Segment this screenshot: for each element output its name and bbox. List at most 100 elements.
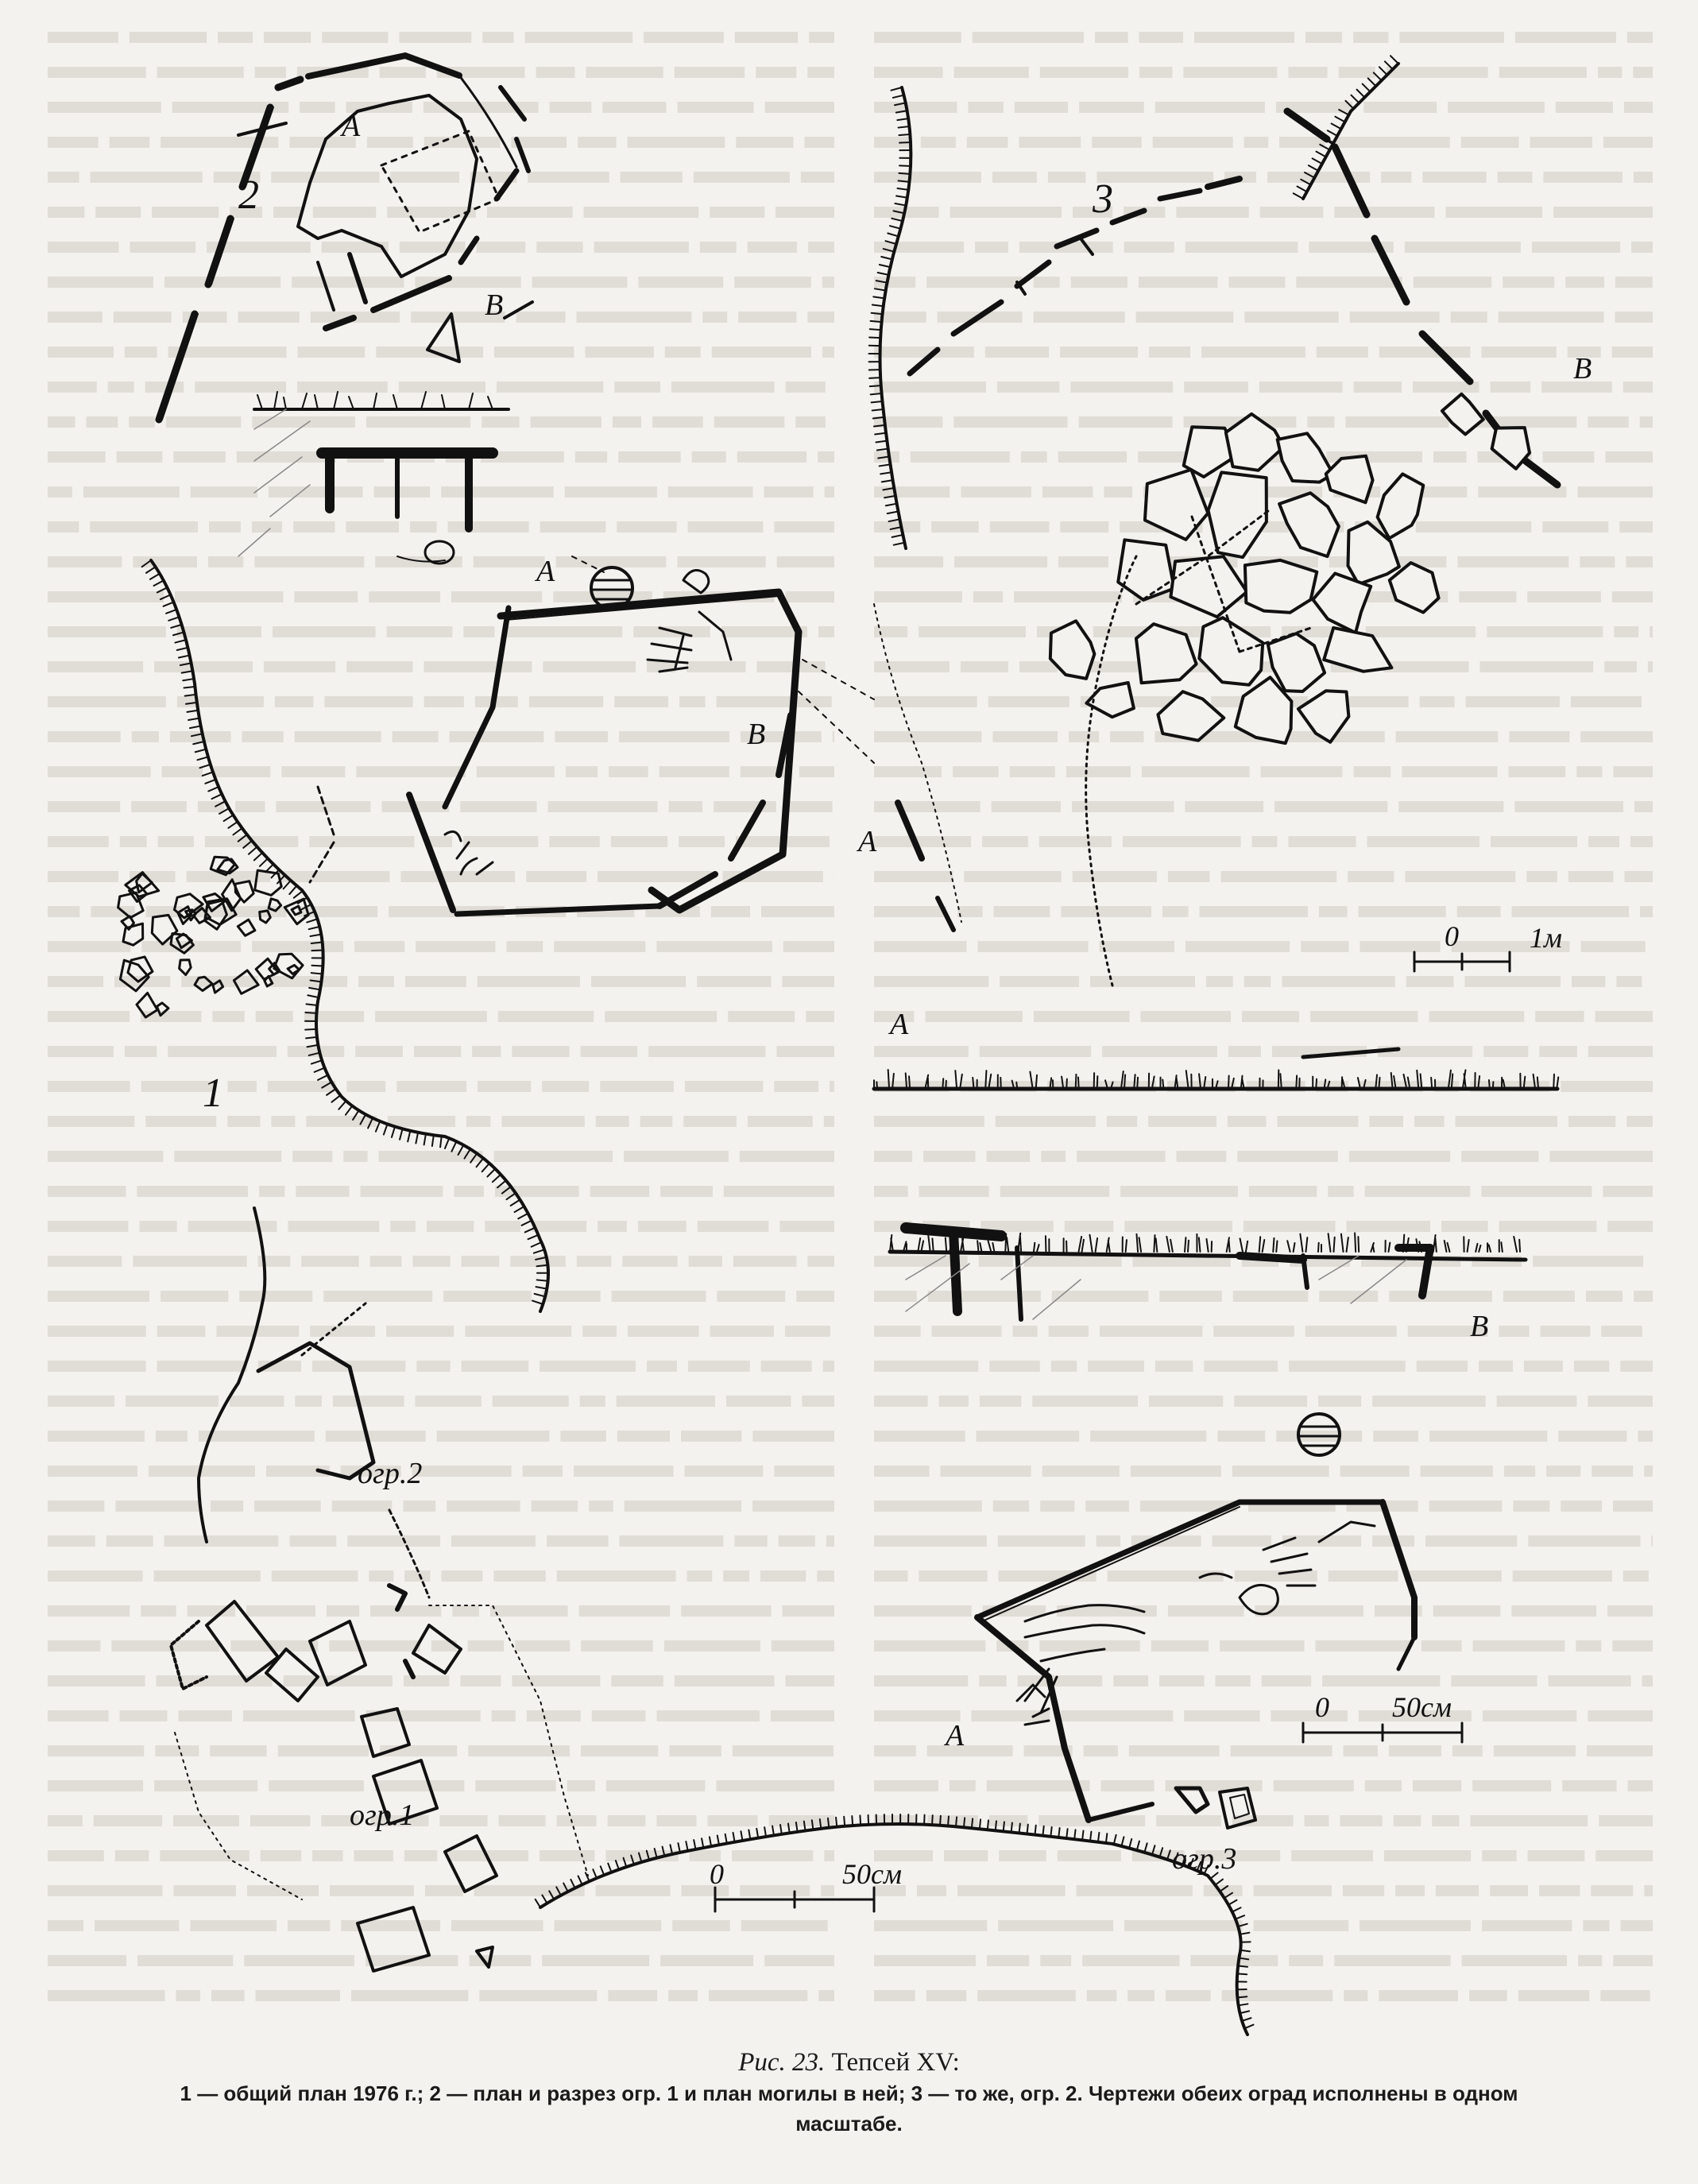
hatch-tick — [186, 709, 199, 713]
ghost-word — [1138, 451, 1190, 463]
ghost-word — [1413, 1780, 1462, 1791]
ghost-word — [1310, 1011, 1418, 1022]
ghost-word — [390, 172, 459, 183]
background-text-ghost — [48, 32, 1653, 2001]
ghost-word — [497, 1011, 594, 1022]
grass-tuft — [942, 1078, 947, 1090]
ghost-word — [944, 1850, 988, 1861]
ghost-word — [1588, 836, 1619, 847]
stone-fragment — [118, 958, 150, 993]
ghost-word — [1429, 1501, 1503, 1512]
ghost-word — [1580, 556, 1615, 567]
ghost-word — [198, 1431, 315, 1442]
ghost-word — [93, 1815, 163, 1826]
ghost-word — [824, 486, 834, 498]
hatch-tick — [331, 1094, 342, 1103]
grass-tuft — [1416, 1069, 1423, 1090]
ghost-word — [702, 312, 728, 323]
ghost-word — [114, 1850, 149, 1861]
ghost-word — [619, 1535, 724, 1547]
ghost-word — [982, 836, 1028, 847]
ghost-word — [605, 1780, 706, 1791]
hatch-tick — [443, 1137, 451, 1150]
hatch-tick — [1236, 1996, 1248, 1999]
ghost-word — [426, 1221, 474, 1232]
ghost-word — [137, 1186, 249, 1197]
ghost-word — [1248, 1186, 1317, 1197]
ghost-word — [1511, 906, 1630, 917]
hatch-tick — [843, 1815, 846, 1827]
ghost-word — [1204, 1361, 1278, 1372]
hatch-tick — [599, 1865, 605, 1876]
ghost-word — [287, 1046, 345, 1057]
stone-fragment — [211, 979, 225, 994]
hatch-tick — [1372, 72, 1383, 82]
ghost-word — [817, 1570, 834, 1582]
ghost-word — [475, 1780, 556, 1791]
hatch-tick — [653, 1848, 658, 1859]
grass-tuft — [1240, 1075, 1245, 1090]
ghost-word — [1040, 1501, 1075, 1512]
ghost-word — [1242, 1011, 1300, 1022]
ghost-word — [874, 1535, 987, 1547]
hatch-tick — [194, 748, 207, 753]
ghost-word — [760, 1361, 812, 1372]
ghost-word — [48, 1780, 144, 1791]
hatch-tick — [892, 541, 906, 546]
ghost-word — [126, 1396, 219, 1407]
hatch-tick — [898, 172, 911, 175]
ghost-word — [1623, 381, 1653, 393]
hatch-tick — [367, 1117, 374, 1129]
hatch-tick — [891, 533, 904, 538]
ghost-word — [874, 941, 967, 952]
scale-1m-fig3: 1м — [1530, 922, 1562, 954]
ghost-word — [173, 1815, 239, 1826]
ghost-word — [688, 1256, 722, 1267]
hatch-tick — [897, 180, 911, 183]
ghost-word — [992, 1501, 1030, 1512]
ghost-word — [1184, 381, 1248, 393]
grass-tuft — [954, 1070, 963, 1090]
ghost-word — [611, 1675, 663, 1686]
ghost-word — [214, 766, 271, 777]
ghost-word — [48, 172, 79, 183]
ghost-word — [1183, 67, 1278, 78]
hatch-tick — [1338, 108, 1350, 116]
ghost-word — [540, 1361, 636, 1372]
ghost-word — [148, 1466, 255, 1477]
ghost-word — [1383, 661, 1469, 672]
hatch-tick — [338, 1100, 347, 1110]
ghost-word — [48, 1396, 115, 1407]
ghost-word — [774, 521, 834, 532]
ghost-word — [976, 1431, 1080, 1442]
ghost-word — [1050, 1361, 1077, 1372]
ghost-word — [978, 1256, 1013, 1267]
hatch-tick — [795, 1822, 799, 1833]
ghost-word — [1251, 836, 1278, 847]
ghost-word — [1601, 1326, 1642, 1337]
stone-slab — [1346, 520, 1401, 587]
ghost-word — [1106, 1116, 1138, 1127]
ghost-word — [1472, 1780, 1552, 1791]
ghost-word — [764, 1955, 834, 1966]
hatch-tick — [352, 1109, 360, 1121]
grass-tuft — [927, 1234, 934, 1253]
ghost-word — [1009, 766, 1055, 777]
ghost-word — [916, 1885, 947, 1896]
ghost-word — [1630, 836, 1653, 847]
ghost-word — [1481, 1186, 1592, 1197]
ghost-word — [1099, 941, 1174, 952]
ghost-word — [404, 1850, 438, 1861]
ghost-word — [581, 1640, 653, 1652]
grass-tuft — [1147, 1072, 1155, 1090]
hatch-tick — [899, 165, 912, 167]
ghost-word — [197, 801, 225, 812]
ghost-word — [195, 381, 287, 393]
ghost-word — [1334, 1955, 1451, 1966]
stone-slab — [1266, 632, 1327, 693]
ghost-word — [646, 1361, 677, 1372]
ghost-word — [145, 1116, 217, 1127]
ghost-word — [1110, 731, 1144, 742]
ghost-word — [973, 591, 1004, 602]
ghost-word — [1230, 1745, 1332, 1756]
